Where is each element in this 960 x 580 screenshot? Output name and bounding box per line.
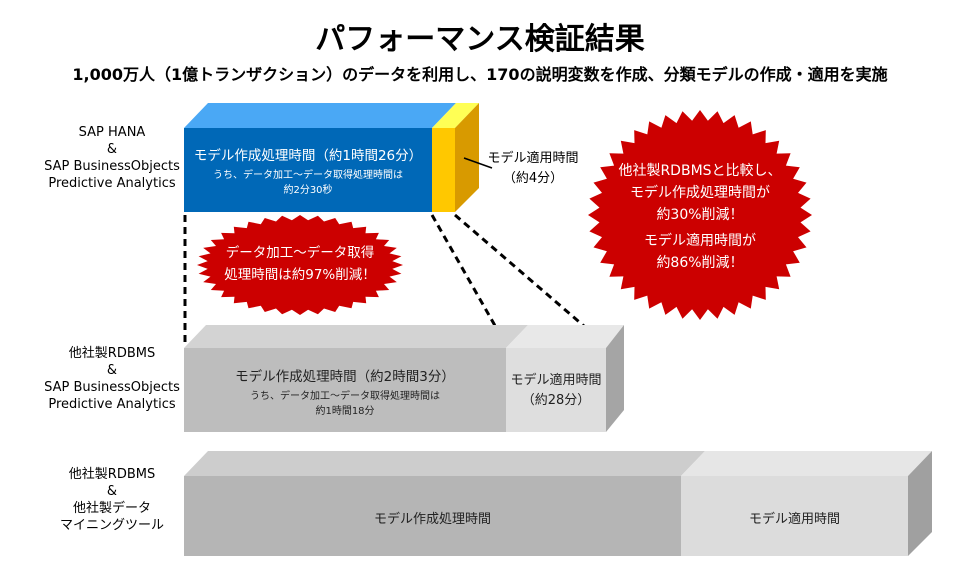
- note-line: 約1時間18分: [315, 406, 375, 417]
- system-line: 他社製RDBMS: [68, 467, 156, 482]
- system-line: SAP HANA: [78, 125, 146, 140]
- label-line: （約4分）: [502, 171, 564, 186]
- burst-left-text: データ加工〜データ取得 処理時間は約97%削減！: [200, 242, 400, 286]
- bar-rdbms-pa-build: [184, 348, 506, 432]
- bar-rdbms-pa: [184, 325, 624, 432]
- bar-hana-apply: [432, 128, 455, 212]
- bar-rdbms-pa-build-label: モデル作成処理時間（約2時間3分）: [235, 369, 455, 385]
- burst-left: [197, 215, 403, 315]
- burst-line: データ加工〜データ取得: [225, 245, 375, 261]
- burst-line: 他社製RDBMSと比較し、: [618, 163, 782, 179]
- label-line: （約28分）: [521, 393, 591, 408]
- burst-line: 約86%削減！: [656, 255, 744, 271]
- bar-hana: [184, 103, 479, 212]
- bar-rdbms-mining-apply: [681, 476, 908, 556]
- note-line: うち、データ加工〜データ取得処理時間は: [250, 391, 440, 402]
- bar-rdbms-pa-apply: [506, 348, 606, 432]
- burst-line: 処理時間は約97%削減！: [224, 267, 376, 283]
- bar-hana-build-label: モデル作成処理時間（約1時間26分）: [193, 148, 423, 164]
- system-line: マイニングツール: [59, 518, 164, 533]
- system-line: 他社製RDBMS: [68, 346, 156, 361]
- bar-hana-side: [455, 103, 479, 212]
- connector-lines: [183, 213, 607, 347]
- bar-rdbms-mining: [184, 451, 932, 556]
- system-label-rdbms-pa: 他社製RDBMS & SAP BusinessObjects Predictiv…: [37, 345, 187, 413]
- system-line: &: [106, 363, 118, 378]
- bar-rdbms-pa-apply-label: モデル適用時間 （約28分）: [500, 371, 612, 411]
- burst-line: 約30%削減！: [656, 207, 744, 223]
- burst-line: モデル作成処理時間が: [630, 185, 770, 201]
- burst-right-text: 他社製RDBMSと比較し、 モデル作成処理時間が 約30%削減！ モデル適用時間…: [600, 160, 800, 274]
- apply-leader-line: [463, 157, 493, 169]
- page-title: パフォーマンス検証結果: [315, 22, 645, 57]
- page-subtitle: 1,000万人（1億トランザクション）のデータを利用し、170の説明変数を作成、…: [72, 65, 888, 84]
- system-line: 他社製データ: [72, 501, 151, 516]
- label-line: モデル適用時間: [487, 151, 579, 166]
- bar-hana-build-note: うち、データ加工〜データ取得処理時間は 約2分30秒: [184, 168, 432, 198]
- bar-rdbms-mining-build-label: モデル作成処理時間: [373, 512, 491, 527]
- system-label-rdbms-mining: 他社製RDBMS & 他社製データ マイニングツール: [37, 466, 187, 534]
- system-label-hana: SAP HANA & SAP BusinessObjects Predictiv…: [37, 124, 187, 192]
- system-line: &: [106, 484, 118, 499]
- burst-right: [588, 110, 812, 320]
- system-line: &: [106, 142, 118, 157]
- system-line: SAP BusinessObjects: [44, 159, 180, 174]
- bar-hana-apply-label: モデル適用時間 （約4分）: [478, 149, 588, 189]
- burst-line: モデル適用時間が: [644, 233, 756, 249]
- bar-hana-build: [184, 128, 432, 212]
- bar-rdbms-mining-build: [184, 476, 681, 556]
- system-line: Predictive Analytics: [48, 397, 176, 412]
- bar-hana-apply-top: [432, 103, 479, 128]
- bar-rdbms-mining-apply-label: モデル適用時間: [748, 512, 840, 527]
- note-line: 約2分30秒: [283, 185, 333, 196]
- note-line: うち、データ加工〜データ取得処理時間は: [213, 170, 403, 181]
- system-line: Predictive Analytics: [48, 176, 176, 191]
- bar-rdbms-pa-build-note: うち、データ加工〜データ取得処理時間は 約1時間18分: [184, 389, 506, 419]
- bar-hana-build-top: [184, 103, 456, 128]
- label-line: モデル適用時間: [510, 373, 602, 388]
- system-line: SAP BusinessObjects: [44, 380, 180, 395]
